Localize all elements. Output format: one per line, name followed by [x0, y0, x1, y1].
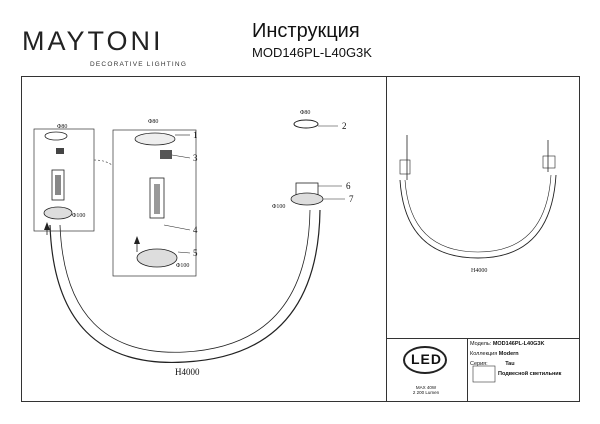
callout-2: 2 — [342, 121, 347, 131]
dim-d100: Φ100 — [72, 213, 86, 219]
spec-collection: Коллекция Modern — [470, 351, 519, 357]
main-ring-drawing — [49, 209, 321, 364]
detail-box-left — [33, 128, 95, 232]
dim-d80: Φ80 — [57, 124, 68, 130]
callout-4: 4 — [193, 225, 198, 235]
detail-box-middle — [112, 129, 197, 277]
divider — [386, 338, 580, 339]
doc-model: MOD146PL-L40G3K — [252, 45, 372, 60]
callout-7: 7 — [349, 194, 354, 204]
dim-height-main: H4000 — [175, 367, 200, 377]
dim-d100: Φ100 — [176, 263, 190, 269]
spec-model: Модель: MOD146PL-L40G3K — [470, 341, 545, 347]
callout-5: 5 — [193, 248, 198, 258]
dim-d80: Φ80 — [300, 110, 311, 116]
lumen-rating: 2 200 Lumen — [412, 390, 440, 395]
doc-title: Инструкция — [252, 20, 360, 42]
led-badge: LED — [411, 351, 442, 367]
brand-logo: MAYTONI — [22, 26, 164, 56]
power-rating: MAX 40W — [415, 385, 437, 390]
brand-tagline: DECORATIVE LIGHTING — [90, 61, 188, 68]
callout-6: 6 — [346, 181, 351, 191]
divider — [467, 338, 468, 402]
dim-d100: Φ100 — [272, 204, 286, 210]
callout-3: 3 — [193, 153, 198, 163]
spec-type: Подвесной светильник — [498, 371, 562, 377]
dim-d80: Φ80 — [148, 119, 159, 125]
callout-1: 1 — [193, 130, 198, 140]
led-specs: MAX 40W 2 200 Lumen — [391, 385, 461, 395]
preview-ring-drawing — [399, 174, 557, 259]
divider — [386, 76, 387, 402]
spec-series: Серия: Tau — [470, 361, 515, 367]
drawing-frame — [21, 76, 580, 402]
dim-height-preview: H4000 — [471, 268, 488, 274]
